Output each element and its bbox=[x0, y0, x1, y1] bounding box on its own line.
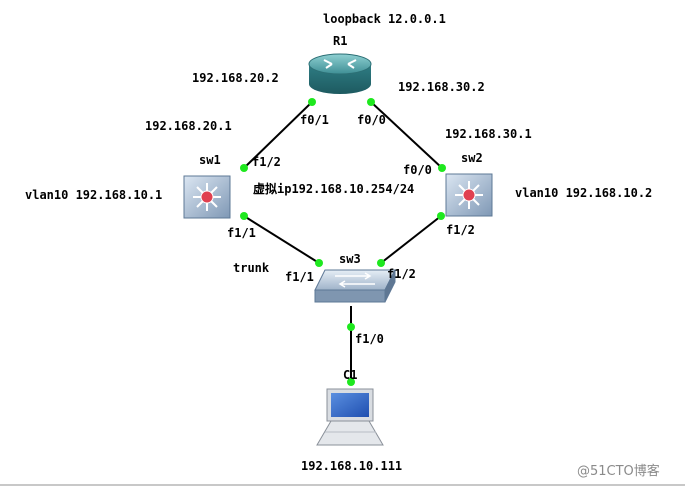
loopback-label: loopback 12.0.0.1 bbox=[323, 12, 446, 26]
links bbox=[243, 101, 443, 382]
trunk-label: trunk bbox=[233, 261, 270, 275]
port-dot-r1-f00 bbox=[367, 98, 375, 106]
if-sw1-f11: f1/1 bbox=[227, 226, 256, 240]
watermark: @51CTO博客 bbox=[577, 463, 660, 479]
ip-r1-sw1-router: 192.168.20.2 bbox=[192, 71, 279, 85]
port-dot-r1-f01 bbox=[308, 98, 316, 106]
sw2-vlan-label: vlan10 192.168.10.2 bbox=[515, 186, 652, 200]
link-r1-sw2 bbox=[370, 101, 443, 169]
pc-ip-label: 192.168.10.111 bbox=[301, 459, 402, 473]
if-sw2-f12: f1/2 bbox=[446, 223, 475, 237]
router-icon[interactable] bbox=[308, 53, 372, 94]
port-dot-sw3-f10 bbox=[347, 323, 355, 331]
link-sw1-sw3 bbox=[243, 215, 320, 264]
if-r1-f01: f0/1 bbox=[300, 113, 329, 127]
sw3-name-label: sw3 bbox=[339, 252, 361, 266]
port-dot-sw2-f12 bbox=[437, 212, 445, 220]
port-dot-sw3-f12 bbox=[377, 259, 385, 267]
link-sw2-sw3 bbox=[380, 215, 442, 264]
if-sw3-f11: f1/1 bbox=[285, 270, 314, 284]
switch-sw3-icon[interactable] bbox=[314, 269, 396, 303]
if-sw2-f00: f0/0 bbox=[403, 163, 432, 177]
port-dot-sw1-f11 bbox=[240, 212, 248, 220]
port-dot-sw3-f11 bbox=[315, 259, 323, 267]
layer3-switch-sw1-icon[interactable] bbox=[183, 175, 231, 219]
pc-name-label: C1 bbox=[343, 368, 357, 382]
link-r1-sw1 bbox=[243, 101, 313, 169]
virtual-ip-label: 虚拟ip192.168.10.254/24 bbox=[253, 181, 414, 196]
sw1-vlan-label: vlan10 192.168.10.1 bbox=[25, 188, 162, 202]
port-dot-sw2-f00 bbox=[438, 164, 446, 172]
router-name-label: R1 bbox=[333, 34, 347, 48]
if-r1-f00: f0/0 bbox=[357, 113, 386, 127]
port-dot-sw1-f12 bbox=[240, 164, 248, 172]
ip-r1-sw1-switch: 192.168.20.1 bbox=[145, 119, 232, 133]
port-dots bbox=[240, 98, 446, 386]
ip-r1-sw2-switch: 192.168.30.1 bbox=[445, 127, 532, 141]
pc-icon[interactable] bbox=[316, 388, 384, 446]
if-sw3-f10: f1/0 bbox=[355, 332, 384, 346]
sw1-name-label: sw1 bbox=[199, 153, 221, 167]
ip-r1-sw2-router: 192.168.30.2 bbox=[398, 80, 485, 94]
if-sw3-f12: f1/2 bbox=[387, 267, 416, 281]
layer3-switch-sw2-icon[interactable] bbox=[445, 173, 493, 217]
if-sw1-f12: f1/2 bbox=[252, 155, 281, 169]
port-dot-pc bbox=[347, 378, 355, 386]
sw2-name-label: sw2 bbox=[461, 151, 483, 165]
